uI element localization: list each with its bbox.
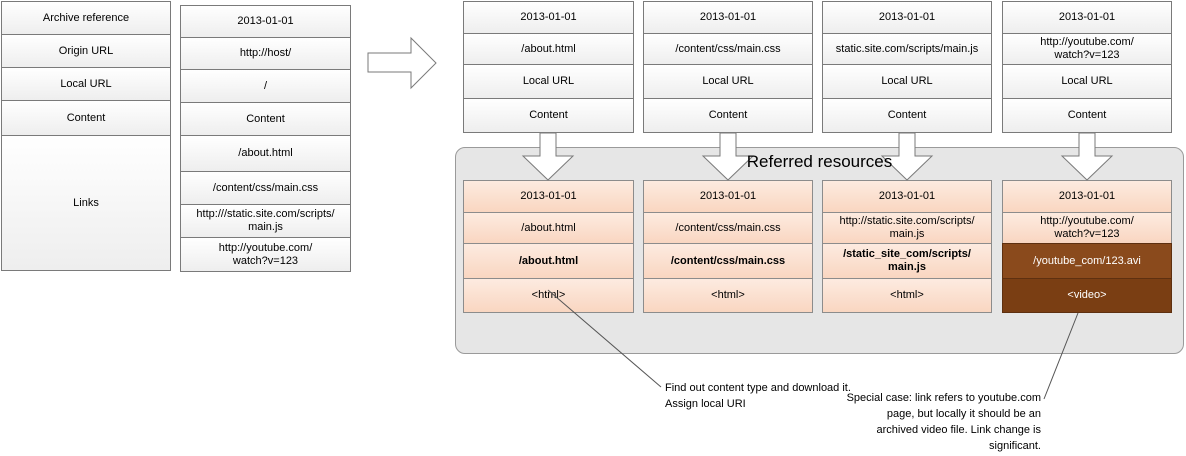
record-date: 2013-01-01 [822,1,992,34]
record-local-url: /about.html [463,243,634,279]
record-local-url: Local URL [1002,64,1172,99]
record-local-url: /youtube_com/123.avi [1002,243,1172,279]
record-origin-url: /content/css/main.css [643,33,813,65]
record-content: <html> [822,278,992,313]
record-date: 2013-01-01 [822,180,992,213]
referred-resources-title: Referred resources [746,152,893,171]
record-local-url: Local URL [463,64,634,99]
special-case-note: Special case: link refers to youtube.com… [846,392,1041,452]
source-link: http://youtube.com/ watch?v=123 [180,237,351,272]
record-date: 2013-01-01 [463,1,634,34]
record-content: <video> [1002,278,1172,313]
record-content: Content [822,98,992,133]
record-local-url: /static_site_com/scripts/ main.js [822,243,992,279]
source-content: Content [180,102,351,136]
record-content: <html> [463,278,634,313]
source-date: 2013-01-01 [180,5,351,38]
source-link: /content/css/main.css [180,171,351,205]
record-date: 2013-01-01 [1002,180,1172,213]
record-origin-url: /about.html [463,212,634,244]
record-content: Content [643,98,813,133]
record-local-url: /content/css/main.css [643,243,813,279]
record-local-url: Local URL [822,64,992,99]
record-origin-url: static.site.com/scripts/main.js [822,33,992,65]
record-origin-url: /about.html [463,33,634,65]
record-date: 2013-01-01 [643,1,813,34]
record-date: 2013-01-01 [643,180,813,213]
record-origin-url: http://youtube.com/ watch?v=123 [1002,212,1172,244]
record-origin-url: /content/css/main.css [643,212,813,244]
label-origin-url: Origin URL [1,34,171,68]
source-origin-url: http://host/ [180,37,351,70]
label-archive-reference: Archive reference [1,1,171,35]
source-link: /about.html [180,135,351,172]
transform-arrow [367,36,437,90]
download-note: Find out content type and download it. A… [665,382,851,410]
record-content: Content [1002,98,1172,133]
record-origin-url: http://youtube.com/ watch?v=123 [1002,33,1172,65]
label-links: Links [1,135,171,271]
source-link: http:///static.site.com/scripts/ main.js [180,204,351,238]
record-date: 2013-01-01 [463,180,634,213]
record-origin-url: http://static.site.com/scripts/ main.js [822,212,992,244]
label-content: Content [1,100,171,136]
source-local-url: / [180,69,351,103]
record-content: <html> [643,278,813,313]
record-content: Content [463,98,634,133]
record-local-url: Local URL [643,64,813,99]
label-local-url: Local URL [1,67,171,101]
record-date: 2013-01-01 [1002,1,1172,34]
